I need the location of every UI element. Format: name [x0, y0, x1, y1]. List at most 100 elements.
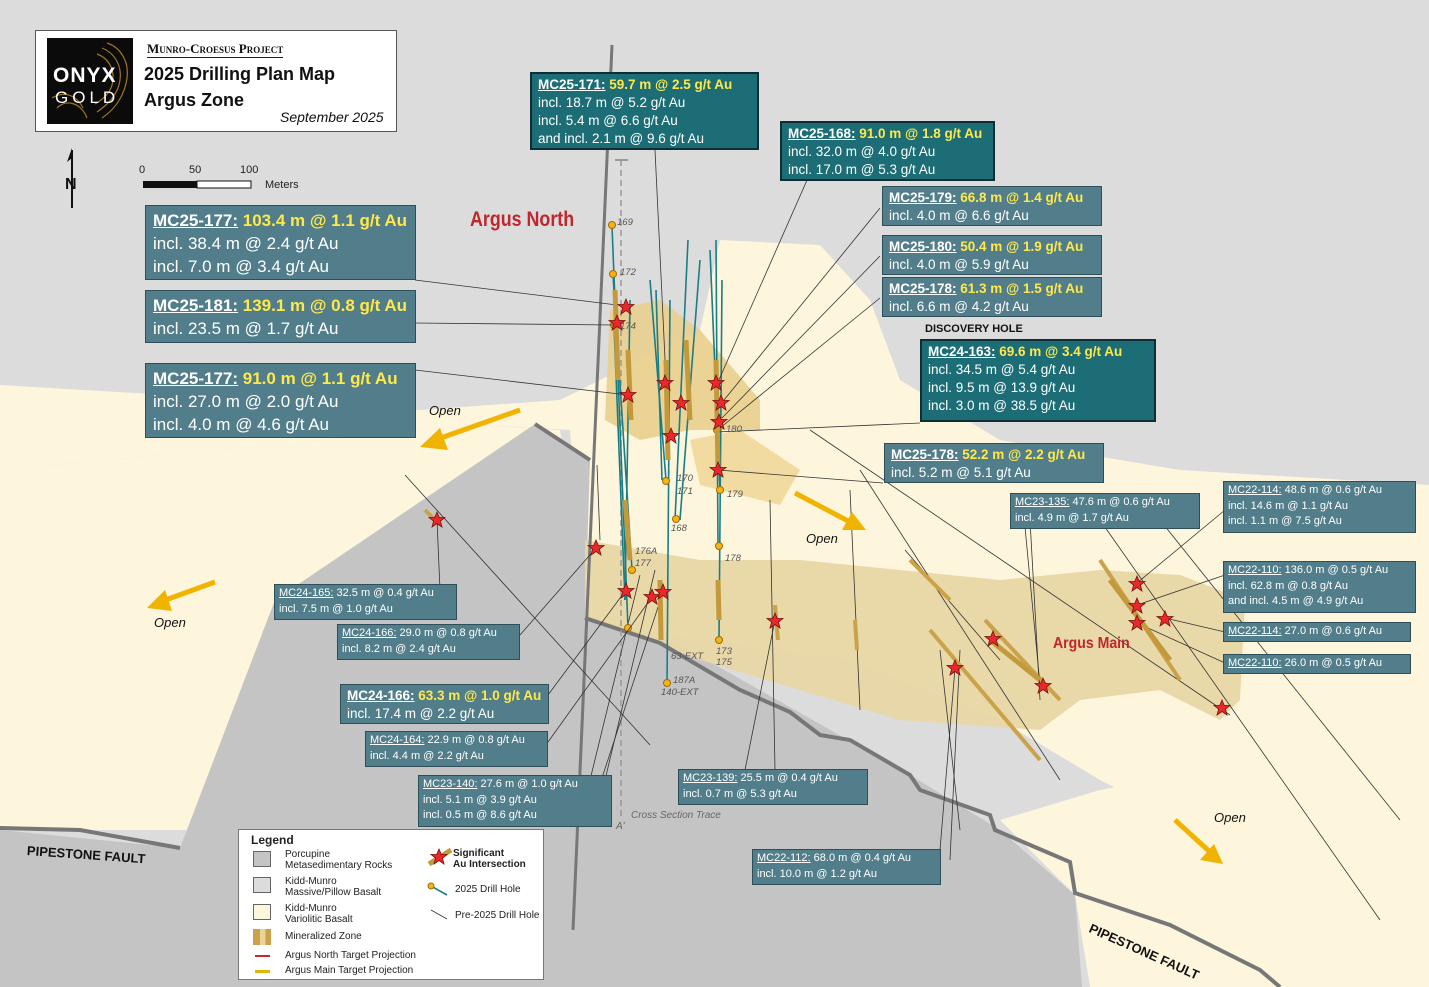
legend-item-3b: Variolitic Basalt — [285, 914, 353, 925]
hole-label: 187A — [673, 675, 696, 686]
hole-label: 180 — [726, 424, 742, 435]
callout-include-line: incl. 17.4 m @ 2.2 g/t Au — [347, 706, 495, 721]
callout-headline: MC24-166: 29.0 m @ 0.8 g/t Au — [342, 626, 515, 642]
callout-headline: MC23-140: 27.6 m @ 1.0 g/t Au — [423, 777, 607, 793]
hole-id: MC25-177: — [153, 369, 239, 388]
hole-label: 173 — [716, 646, 732, 657]
onyx-gold-logo: ONYX GOLD — [47, 38, 133, 124]
headline-interval: 52.2 m @ 2.2 g/t Au — [958, 447, 1086, 462]
callout-headline: MC24-164: 22.9 m @ 0.8 g/t Au — [370, 733, 543, 749]
argus-main-mineralized-zone — [585, 540, 1245, 730]
significant-intersection-star — [1156, 610, 1174, 627]
hole-label: 177 — [635, 558, 651, 569]
callout-headline: MC25-168: 91.0 m @ 1.8 g/t Au — [788, 125, 987, 143]
callout-headline: MC24-166: 63.3 m @ 1.0 g/t Au — [347, 687, 542, 705]
headline-interval: 139.1 m @ 0.8 g/t Au — [238, 296, 408, 315]
hole-label: 171 — [677, 486, 693, 497]
headline-interval: 32.5 m @ 0.4 g/t Au — [333, 587, 434, 599]
callout-headline: MC25-180: 50.4 m @ 1.9 g/t Au — [889, 238, 1095, 256]
callout-headline: MC22-114: 48.6 m @ 0.6 g/t Au — [1228, 483, 1411, 499]
hole-id: MC25-178: — [889, 281, 957, 296]
scale-unit: Meters — [265, 179, 299, 191]
callout-include-line: and incl. 4.5 m @ 4.9 g/t Au — [1228, 595, 1364, 607]
map-subtitle: Argus Zone — [144, 90, 245, 110]
callout-include-line: incl. 0.5 m @ 8.6 g/t Au — [423, 809, 537, 821]
headline-interval: 22.9 m @ 0.8 g/t Au — [424, 734, 525, 746]
hole-label: 168 — [671, 523, 687, 534]
callout-include-line: incl. 4.0 m @ 5.9 g/t Au — [889, 257, 1029, 272]
callout-headline: MC25-179: 66.8 m @ 1.4 g/t Au — [889, 189, 1095, 207]
legend: Legend Porcupine Metasedimentary Rocks K… — [238, 829, 544, 980]
hole-id: MC24-164: — [370, 734, 425, 746]
callout-headline: MC22-110: 136.0 m @ 0.5 g/t Au — [1228, 563, 1411, 579]
legend-title: Legend — [251, 833, 294, 847]
argus-north-projection-swatch — [255, 955, 270, 957]
callout-mc22-114-13: MC22-114: 27.0 m @ 0.6 g/t Au — [1223, 622, 1411, 642]
legend-symbol-3: Pre-2025 Drill Hole — [455, 910, 540, 921]
callout-headline: MC23-139: 25.5 m @ 0.4 g/t Au — [683, 771, 863, 787]
hole-id: MC24-166: — [347, 688, 415, 703]
pipestone-fault-north — [533, 422, 592, 462]
legend-symbol-1b: Au Intersection — [453, 859, 526, 870]
callout-include-line: and incl. 2.1 m @ 9.6 g/t Au — [538, 131, 705, 146]
callout-headline: MC25-178: 61.3 m @ 1.5 g/t Au — [889, 280, 1095, 298]
hole-id: MC25-168: — [788, 126, 856, 141]
hole-id: MC24-165: — [279, 587, 334, 599]
callout-include-line: incl. 4.0 m @ 4.6 g/t Au — [153, 415, 330, 434]
hole-label: 170 — [677, 473, 693, 484]
headline-interval: 25.5 m @ 0.4 g/t Au — [737, 772, 838, 784]
logo-word-1: ONYX — [53, 64, 117, 87]
callout-include-line: incl. 7.5 m @ 1.0 g/t Au — [279, 602, 393, 615]
hole-id: MC22-114: — [1228, 625, 1282, 637]
drill-hole-2025-icon — [427, 882, 448, 896]
scale-tick-100: 100 — [240, 164, 259, 176]
headline-interval: 29.0 m @ 0.8 g/t Au — [396, 627, 497, 639]
headline-interval: 91.0 m @ 1.1 g/t Au — [238, 369, 398, 388]
argus-main-projection-swatch — [255, 970, 270, 973]
hole-id: MC22-110: — [1228, 657, 1282, 669]
hole-label: 63-EXT — [671, 651, 704, 662]
significant-intersection-star — [617, 582, 635, 599]
callout-include-line: incl. 4.4 m @ 2.2 g/t Au — [370, 749, 484, 762]
callout-include-line: incl. 62.8 m @ 0.8 g/t Au — [1228, 579, 1349, 592]
callout-include-line: incl. 32.0 m @ 4.0 g/t Au — [788, 144, 936, 159]
significant-intersection-star — [1128, 614, 1146, 631]
callout-headline: MC25-171: 59.7 m @ 2.5 g/t Au — [538, 76, 751, 94]
headline-interval: 91.0 m @ 1.8 g/t Au — [855, 126, 983, 141]
hole-id: MC25-179: — [889, 190, 957, 205]
open-label-3: Open — [806, 531, 838, 546]
pipestone-fault-south — [584, 616, 1282, 987]
callout-headline: MC24-165: 32.5 m @ 0.4 g/t Au — [279, 586, 452, 602]
scale-tick-50: 50 — [189, 164, 202, 176]
hole-label: 140-EXT — [661, 687, 699, 698]
callout-include-line: incl. 10.0 m @ 1.2 g/t Au — [757, 867, 878, 880]
map-date: September 2025 — [280, 109, 384, 125]
headline-interval: 26.0 m @ 0.5 g/t Au — [1281, 657, 1383, 669]
callout-headline: MC23-135: 47.6 m @ 0.6 g/t Au — [1015, 495, 1195, 511]
significant-intersection-star — [710, 413, 728, 430]
hole-id: MC22-112: — [757, 852, 811, 864]
argus-main-label: Argus Main — [1053, 635, 1130, 652]
discovery-hole-label: DISCOVERY HOLE — [925, 323, 1023, 335]
headline-interval: 103.4 m @ 1.1 g/t Au — [238, 211, 408, 230]
significant-intersection-star — [656, 374, 674, 391]
hole-id: MC22-114: — [1228, 484, 1282, 496]
callout-headline: MC25-177: 91.0 m @ 1.1 g/t Au — [153, 367, 408, 390]
callout-headline: MC25-177: 103.4 m @ 1.1 g/t Au — [153, 209, 408, 232]
callout-include-line: incl. 1.1 m @ 7.5 g/t Au — [1228, 515, 1342, 527]
hole-id: MC25-171: — [538, 77, 606, 92]
headline-interval: 68.0 m @ 0.4 g/t Au — [810, 852, 912, 864]
significant-intersection-star — [1213, 699, 1231, 716]
